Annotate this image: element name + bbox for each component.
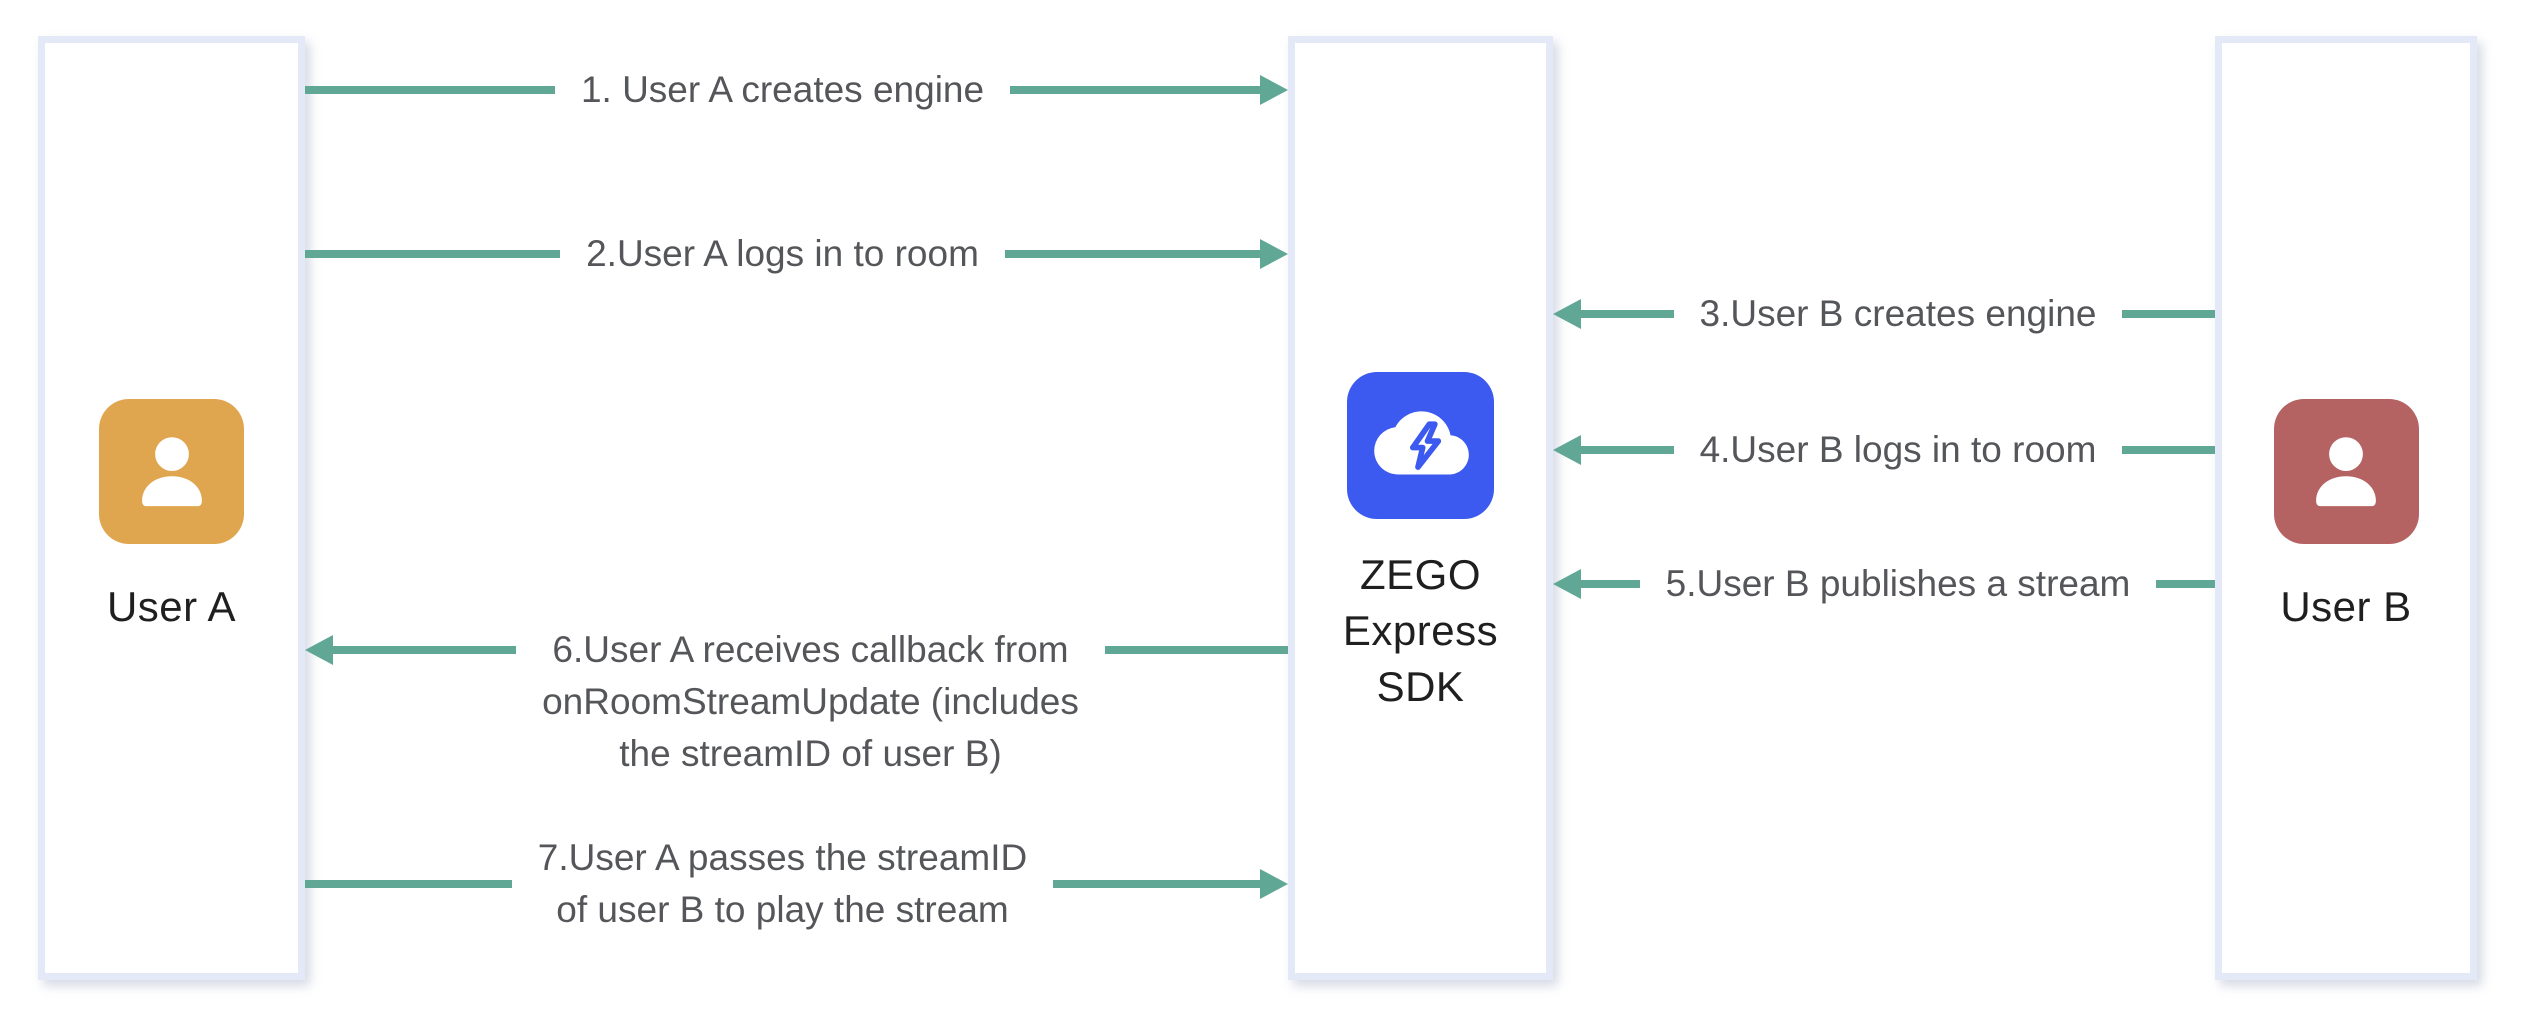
- participant-label-user-a: User A: [106, 582, 237, 630]
- message-label-3: 3.User B creates engine: [1700, 288, 2097, 340]
- participant-label-zego: ZEGO Express SDK: [1343, 547, 1498, 715]
- message-label-line: 3.User B creates engine: [1699, 293, 2097, 334]
- arrow-shaft: [1581, 580, 1640, 588]
- message-label-line: 7.User A passes the streamID: [537, 837, 1028, 878]
- zego-sdk-badge: [1347, 371, 1494, 519]
- message-label-line: 1. User A creates engine: [580, 69, 985, 110]
- zego-label-line: Express: [1342, 606, 1499, 654]
- message-label-2: 2.User A logs in to room: [586, 228, 979, 280]
- user-a-avatar: [99, 398, 244, 544]
- message-label-6: 6.User A receives callback from onRoomSt…: [542, 624, 1079, 780]
- message-arrow-1: 1. User A creates engine: [305, 64, 1289, 116]
- arrow-shaft: [1581, 310, 1674, 318]
- message-arrow-4: 4.User B logs in to room: [1553, 424, 2216, 476]
- participant-user-a: User A: [38, 36, 305, 980]
- arrow-head: [1553, 569, 1581, 599]
- message-label-1: 1. User A creates engine: [581, 64, 984, 116]
- person-icon: [141, 437, 202, 507]
- arrow-head: [1260, 239, 1288, 269]
- message-label-line: 4.User B logs in to room: [1699, 429, 2097, 470]
- message-label-7: 7.User A passes the streamID of user B t…: [538, 832, 1027, 936]
- arrow-shaft: [1581, 446, 1674, 454]
- arrow-head: [305, 635, 333, 665]
- message-label-5: 5.User B publishes a stream: [1666, 558, 2131, 610]
- cloud-lightning-icon: [1373, 411, 1469, 475]
- arrow-shaft: [305, 86, 555, 94]
- arrow-shaft: [305, 250, 561, 258]
- message-label-line: 6.User A receives callback from: [552, 629, 1069, 670]
- arrow-head: [1260, 75, 1289, 105]
- user-b-avatar: [2273, 398, 2419, 544]
- message-arrow-5: 5.User B publishes a stream: [1553, 558, 2216, 610]
- arrow-shaft: [305, 880, 512, 888]
- participant-zego-express-sdk: ZEGO Express SDK: [1288, 36, 1553, 980]
- message-label-line: of user B to play the stream: [556, 889, 1009, 930]
- message-label-4: 4.User B logs in to room: [1700, 424, 2097, 476]
- arrow-shaft: [1004, 250, 1260, 258]
- message-label-line: onRoomStreamUpdate (includes: [542, 681, 1079, 722]
- arrow-head: [1260, 869, 1288, 899]
- arrow-shaft: [1010, 86, 1261, 94]
- person-icon: [2316, 437, 2376, 507]
- message-label-line: 5.User B publishes a stream: [1665, 563, 2131, 604]
- message-arrow-3: 3.User B creates engine: [1553, 288, 2215, 340]
- arrow-shaft: [1104, 646, 1288, 654]
- arrow-shaft: [2122, 310, 2215, 318]
- participant-label-user-b: User B: [2280, 582, 2412, 630]
- arrow-shaft: [333, 646, 517, 654]
- message-arrow-6: 6.User A receives callback from onRoomSt…: [305, 624, 1288, 780]
- zego-label-line: ZEGO: [1359, 550, 1481, 598]
- message-label-line: 2.User A logs in to room: [586, 233, 979, 274]
- arrow-head: [1553, 299, 1581, 329]
- arrow-shaft: [2156, 580, 2216, 588]
- arrow-shaft: [1053, 880, 1260, 888]
- zego-label-line: SDK: [1376, 662, 1465, 710]
- message-arrow-7: 7.User A passes the streamID of user B t…: [305, 832, 1288, 936]
- message-arrow-2: 2.User A logs in to room: [305, 228, 1288, 280]
- participant-user-b: User B: [2215, 36, 2477, 980]
- arrow-shaft: [2122, 446, 2216, 454]
- arrow-head: [1553, 435, 1581, 465]
- message-label-line: the streamID of user B): [619, 733, 1002, 774]
